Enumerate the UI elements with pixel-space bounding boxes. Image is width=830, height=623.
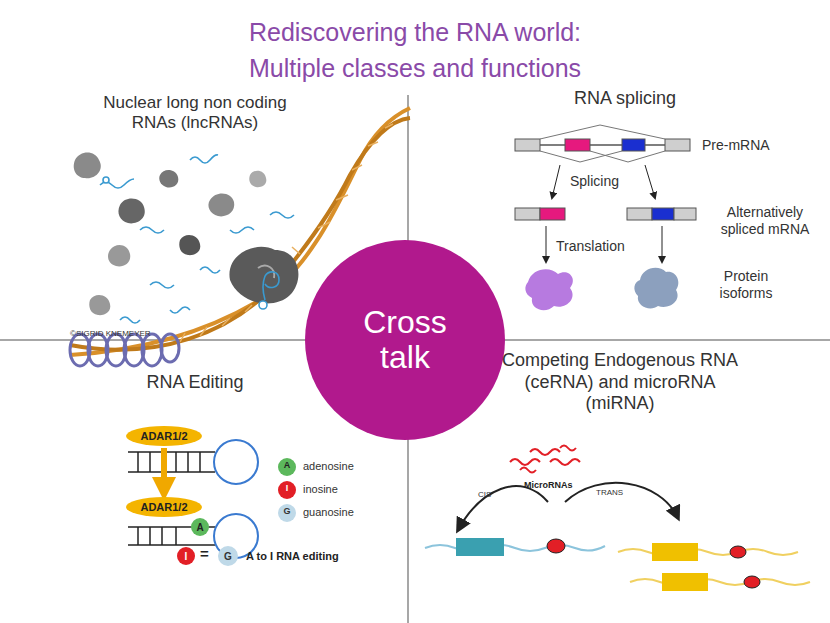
step-label: Splicing — [570, 173, 619, 190]
enzyme-ellipse: ADAR1/2 — [126, 426, 202, 446]
protein-blobs — [74, 153, 299, 316]
node-text: ADAR1/2 — [140, 430, 187, 442]
node-text: ADAR1/2 — [140, 501, 187, 513]
arrow-label: TRANS — [596, 488, 623, 498]
step-label: Translation — [556, 238, 625, 255]
node-fill — [126, 426, 202, 446]
transition-arrow — [161, 448, 167, 489]
arrow-label: CIS — [478, 490, 491, 500]
node-text: I — [185, 551, 188, 562]
swatch-letter: A — [278, 460, 296, 471]
crosstalk-circle: Cross talk — [305, 240, 505, 440]
title: Rediscovering the RNA world: Multiple cl… — [220, 14, 610, 87]
node-fill — [177, 547, 195, 565]
legend-text: guanosine — [303, 506, 354, 519]
group-label: MicroRNAs — [524, 480, 573, 491]
node-fill — [305, 240, 505, 440]
nucleotide-circle: G — [218, 546, 238, 566]
section-heading: Nuclear long non coding RNAs (lncRNAs) — [80, 93, 310, 134]
swatch-letter: G — [278, 506, 296, 517]
node-text: A — [196, 522, 203, 533]
nucleotide-circle: I — [177, 547, 195, 565]
mirna-diagram — [425, 446, 810, 592]
node-fill — [218, 546, 238, 566]
swatch-letter: I — [278, 483, 296, 494]
bar-label: Pre-mRNA — [702, 137, 770, 154]
node-text: Cross talk — [340, 305, 470, 375]
legend-text: adenosine — [303, 460, 354, 473]
splicing-diagram — [515, 125, 696, 310]
section-heading: RNA Editing — [120, 372, 270, 394]
section-heading: Competing Endogenous RNA (ceRNA) and mic… — [500, 350, 740, 415]
watermark: ©SIGRID KNEMEYER — [70, 329, 151, 339]
node-text: G — [224, 551, 232, 562]
node-fill — [126, 497, 202, 517]
node-fill — [191, 518, 209, 536]
nucleotide-circle: A — [191, 518, 209, 536]
enzyme-ellipse: ADAR1/2 — [126, 497, 202, 517]
protein-label: Protein isoforms — [706, 268, 786, 302]
legend-text: inosine — [303, 483, 338, 496]
equals-sign: = — [200, 545, 209, 563]
section-heading: RNA splicing — [545, 88, 705, 110]
rna-strands — [100, 155, 294, 323]
note: A to I RNA editing — [246, 550, 339, 563]
bar-label: Alternatively spliced mRNA — [705, 204, 825, 238]
